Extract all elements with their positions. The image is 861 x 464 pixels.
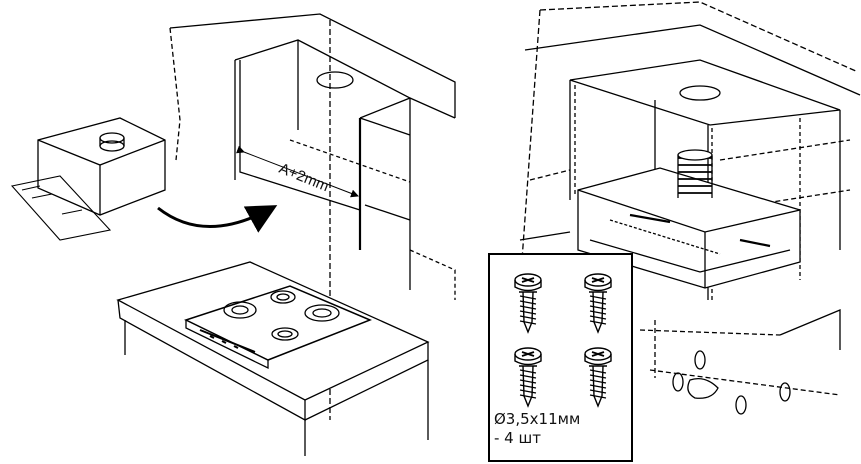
screw-icon: [584, 347, 612, 408]
move-arrow: [157, 205, 278, 233]
screw-ring-3: [735, 395, 747, 415]
mounting-screws-exploded: [649, 320, 841, 415]
screw-size-text: Ø3,5x11мм: [494, 410, 581, 428]
duct-opening: [316, 71, 354, 89]
duct-opening-right: [679, 85, 721, 101]
screw-icon: [514, 347, 542, 408]
cooktop: [184, 285, 372, 370]
right-illustration: [519, 1, 861, 415]
burner-3: [304, 304, 340, 322]
screw-ring-2: [672, 372, 684, 392]
cooker-hood-installed: [577, 149, 801, 289]
screw-count-text: - 4 шт: [494, 429, 541, 447]
screw-icon: [514, 273, 542, 334]
screw-ring-1: [694, 350, 706, 370]
screw-spec-label: Ø3,5x11мм - 4 шт: [494, 410, 624, 448]
width-dimension-label: A+2mm: [277, 160, 332, 195]
left-illustration: [10, 13, 456, 456]
wall-cabinet: [169, 13, 456, 420]
screw-ring-4: [779, 382, 791, 402]
burner-4: [271, 327, 299, 341]
screw-icon: [584, 273, 612, 334]
screw-kit-panel: [488, 253, 633, 462]
hand-screwdriver: [687, 377, 719, 399]
width-dimension-line: [236, 145, 359, 198]
burner-2: [270, 290, 296, 304]
cooker-hood: [10, 117, 166, 241]
burner-1: [223, 301, 257, 319]
